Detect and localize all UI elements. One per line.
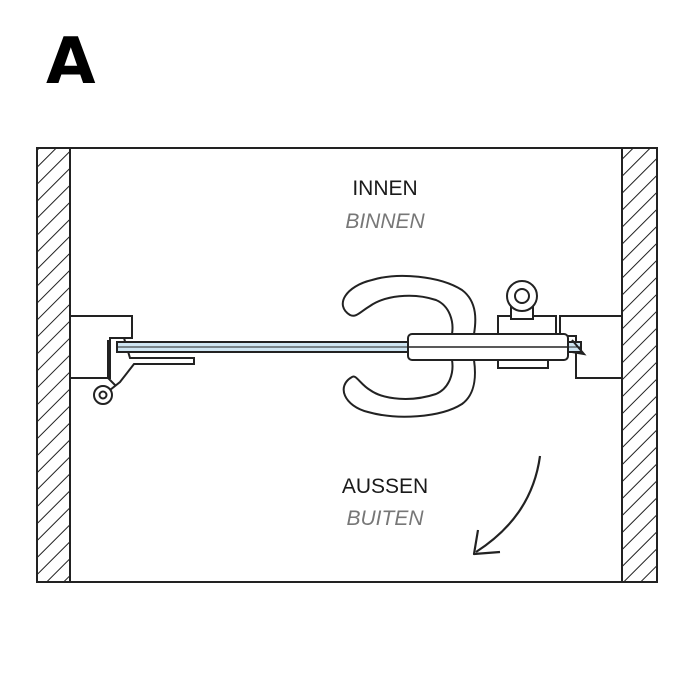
hinge-pivot (93, 385, 113, 405)
inside-handle (341, 274, 477, 335)
swing-arrow (475, 455, 542, 553)
outside-label-secondary: BUITEN (346, 507, 424, 530)
panel-label: A (46, 25, 96, 99)
inside-label-secondary: BINNEN (345, 210, 425, 233)
inside-label: INNEN (352, 177, 418, 200)
left-wall (36, 147, 71, 583)
outside-label: AUSSEN (341, 475, 429, 498)
swing-arrowhead (472, 529, 501, 556)
outside-handle (342, 359, 476, 418)
right-wall (621, 147, 658, 583)
